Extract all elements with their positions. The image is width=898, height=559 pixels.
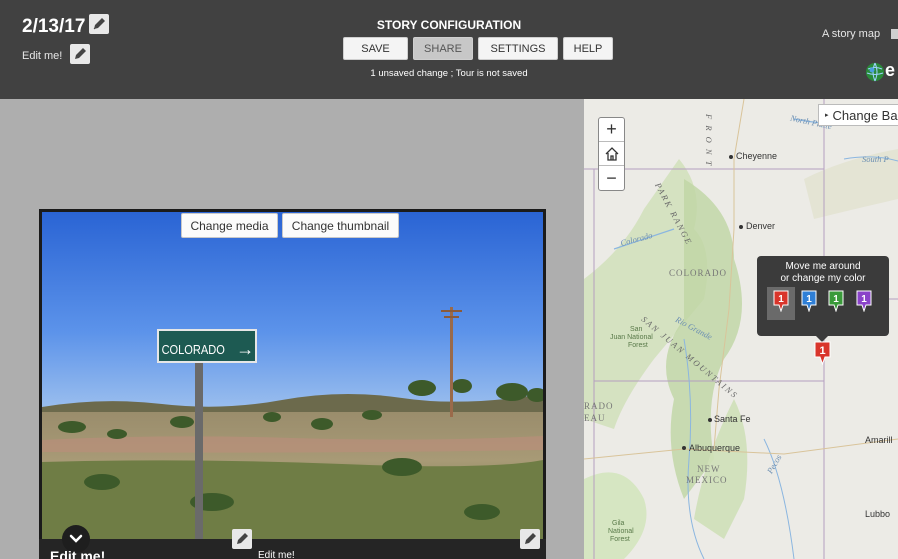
label-amarillo: Amarill [865,435,893,445]
config-title: STORY CONFIGURATION [376,18,522,32]
save-button[interactable]: SAVE [343,37,408,60]
edit-title-pencil-icon[interactable] [89,14,109,34]
green-pin-icon[interactable]: 1 [828,290,844,312]
config-toolbar: SAVE SHARE SETTINGS HELP [343,37,613,60]
chevron-down-icon[interactable] [62,525,90,553]
popup-pointer [815,335,829,342]
change-media-button[interactable]: Change media [181,213,278,238]
story-map-credit[interactable]: A story map [822,28,881,40]
label-gila-1: Gila [612,520,625,527]
save-status-text: 1 unsaved change ; Tour is not saved [370,68,528,79]
basemap-button-label: Change Ba [832,107,898,123]
blue-pin-icon[interactable]: 1 [801,290,817,312]
label-rado: RADO [584,401,614,411]
zoom-control: + − [598,117,625,191]
label-colorado-state: COLORADO [669,268,728,278]
home-icon[interactable] [599,142,624,166]
builder-header: 2/13/17 Edit me! STORY CONFIGURATION SAV… [0,0,898,99]
sign-label: COLORADO [161,341,225,357]
settings-button[interactable]: SETTINGS [478,37,558,60]
label-eau: EAU [584,413,606,423]
svg-text:1: 1 [778,294,784,305]
label-cheyenne: Cheyenne [736,151,778,161]
label-albuquerque: Albuquerque [689,443,741,453]
story-subtitle: Edit me! [22,50,63,62]
sign-arrow-icon: → [236,338,255,359]
svg-text:1: 1 [861,294,867,305]
slide-caption[interactable]: Edit me! [258,550,295,559]
zoom-in-button[interactable]: + [599,118,624,142]
colorado-road-sign: COLORADO → [158,335,255,363]
label-san-juan-nf-3: Forest [628,342,648,349]
svg-text:1: 1 [833,294,839,305]
red-pin-icon[interactable]: 1 [773,290,789,312]
label-san-juan-nf-1: San [630,326,643,333]
change-thumbnail-button[interactable]: Change thumbnail [282,213,399,238]
label-gila-3: Forest [610,536,630,543]
pin-color-popup-text: Move me around or change my color [757,261,889,285]
label-front-range: F R O N T [704,114,714,168]
cheyenne-dot [729,155,733,159]
edit-subtitle-pencil-icon[interactable] [70,44,90,64]
caption-panel [39,539,546,559]
map-location-pin[interactable]: 1 [814,341,831,365]
santa-fe-dot [708,418,712,422]
label-new: NEW [697,464,721,474]
label-gila-2: National [608,528,634,535]
esri-logo-letter: e [885,60,896,80]
slide-photo [42,212,543,552]
label-denver: Denver [746,221,776,231]
share-button[interactable]: SHARE [413,37,473,60]
label-santa-fe: Santa Fe [714,414,751,424]
zoom-out-button[interactable]: − [606,167,617,188]
popup-line-2: or change my color [780,273,866,284]
help-button[interactable]: HELP [563,37,613,60]
label-lubbock: Lubbo [865,509,891,519]
label-mexico: MEXICO [686,475,728,485]
label-south-platte: South P [862,154,889,164]
map-pin-number: 1 [819,345,825,357]
share-square-icon[interactable] [891,29,898,39]
svg-text:1: 1 [806,294,812,305]
esri-globe-icon [865,62,885,82]
popup-line-1: Move me around [785,261,861,272]
story-title: 2/13/17 [22,16,86,37]
edit-slide-title-pencil-icon[interactable] [232,529,252,549]
denver-dot [739,225,743,229]
media-panel [39,209,546,559]
slide-title[interactable]: Edit me! [50,548,106,559]
change-basemap-button[interactable]: ▸ Change Ba [818,104,898,126]
purple-pin-icon[interactable]: 1 [856,290,872,312]
edit-slide-caption-pencil-icon[interactable] [520,529,540,549]
albuquerque-dot [682,446,686,450]
label-san-juan-nf-2: Juan National [610,334,653,341]
expand-triangle-icon: ▸ [825,112,829,119]
